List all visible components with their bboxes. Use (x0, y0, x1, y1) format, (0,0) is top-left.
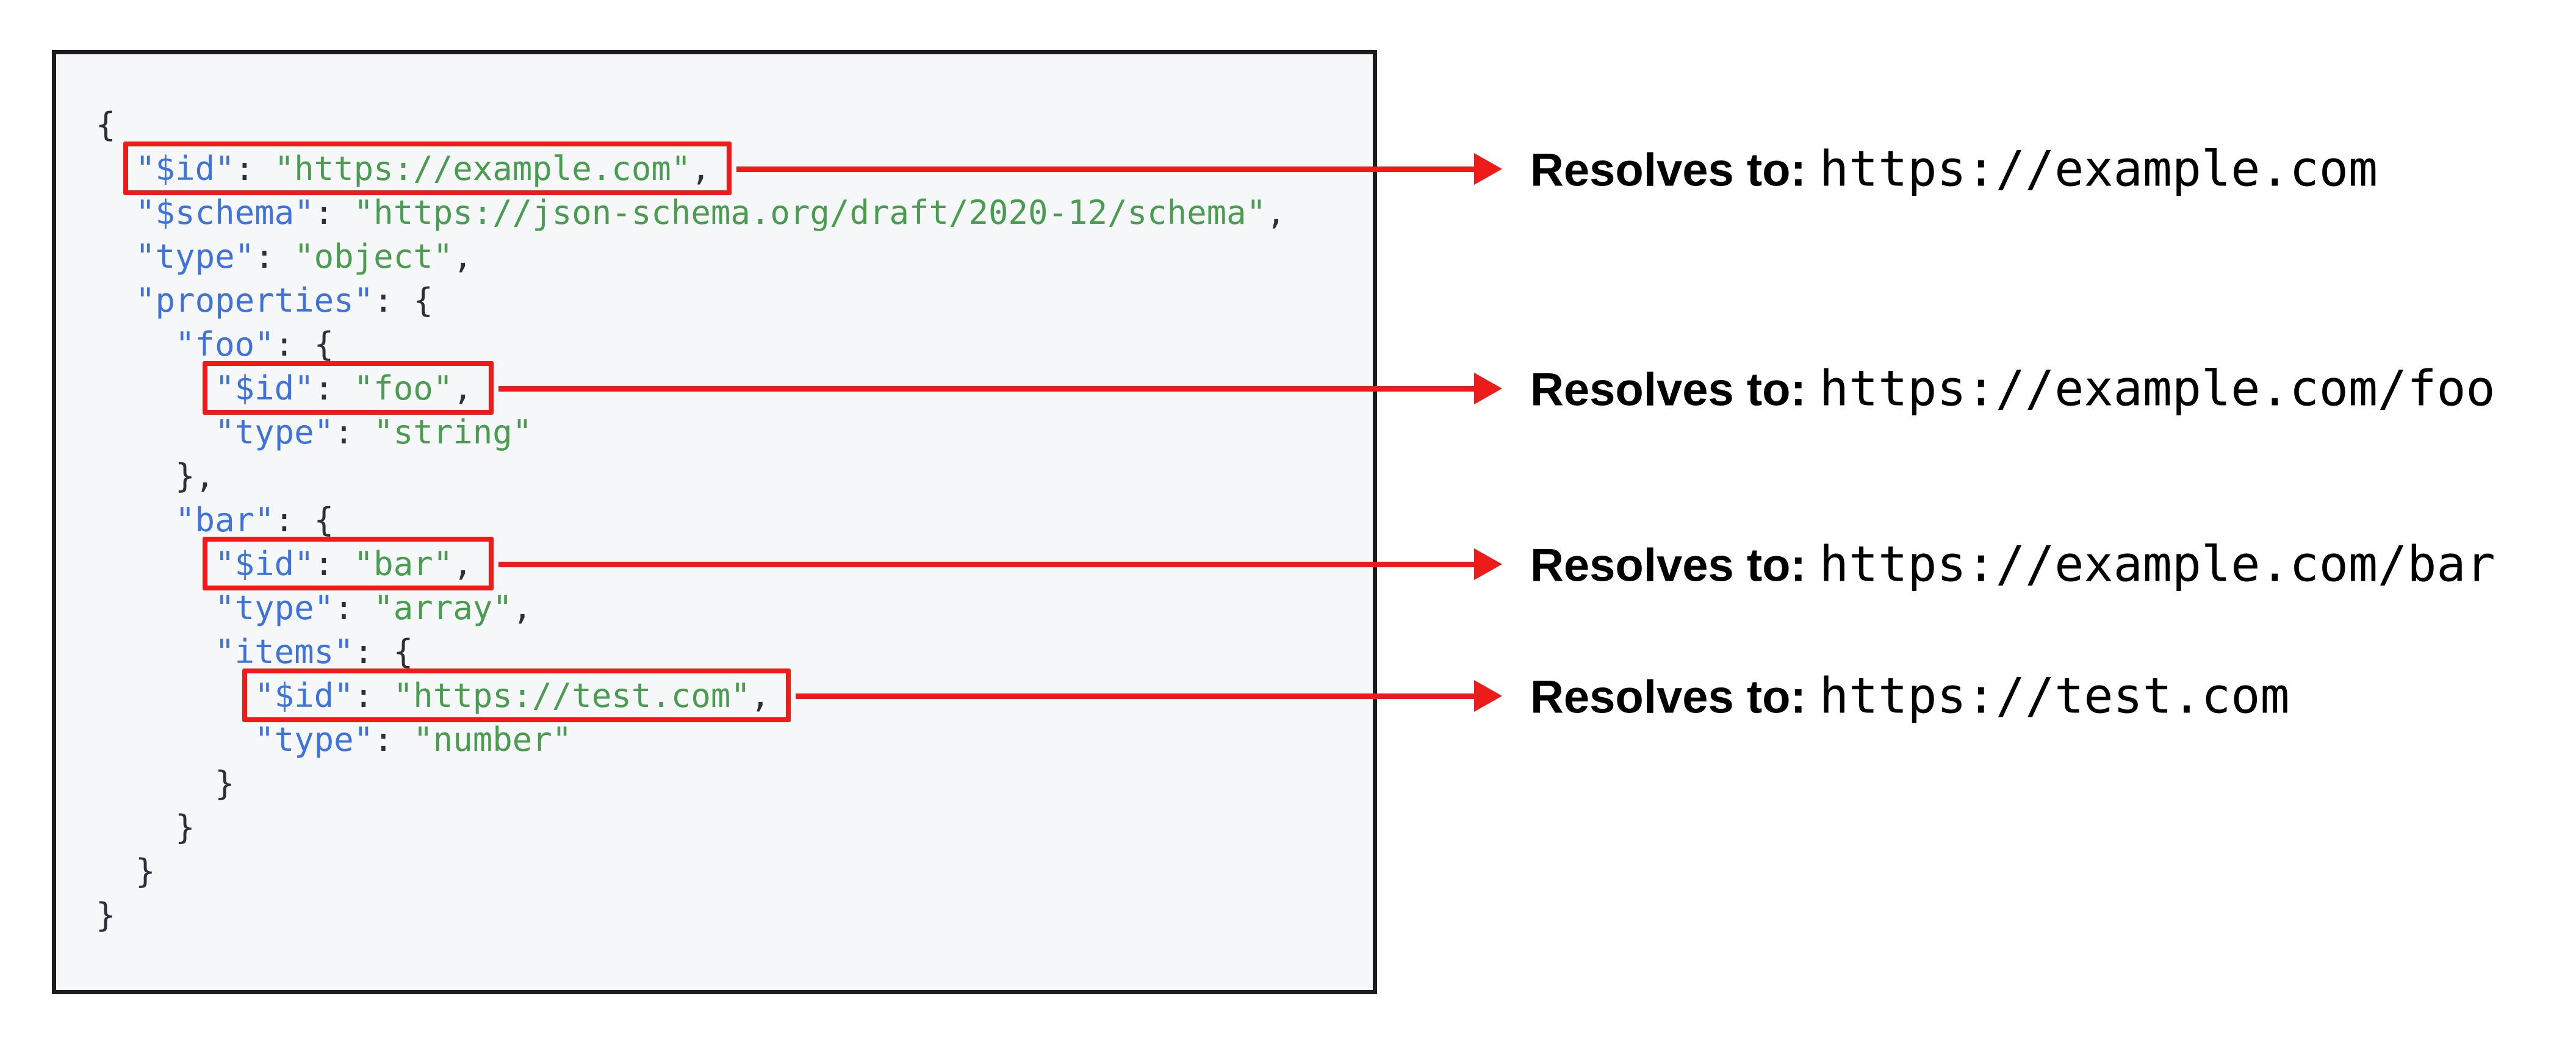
json-punct: : (234, 149, 275, 188)
json-key: "$id" (254, 676, 354, 715)
code-line: "foo": { (96, 323, 1373, 367)
resolve-arrow-line (796, 693, 1477, 699)
json-key: "properties" (135, 281, 374, 320)
json-string: "https://test.com" (393, 676, 750, 715)
code-line: "properties": { (96, 279, 1373, 323)
json-punct: } (96, 896, 116, 934)
json-punct: : (373, 720, 414, 759)
json-key: "$id" (135, 149, 235, 188)
resolved-url: https://example.com/bar (1819, 536, 2495, 593)
json-punct: : (314, 369, 354, 407)
resolved-url: https://test.com (1819, 667, 2290, 725)
json-string: "foo" (353, 369, 453, 407)
json-punct: : { (373, 281, 433, 320)
json-punct: : (254, 237, 295, 276)
json-punct: : { (274, 325, 334, 364)
json-punct: : (353, 676, 394, 715)
code-line: "type": "object", (96, 235, 1373, 279)
arrow-head-icon (1474, 548, 1502, 580)
json-punct: : (334, 589, 374, 627)
code-line: "type": "string" (96, 410, 1373, 454)
code-line: } (96, 762, 1373, 806)
json-punct: }, (175, 457, 215, 495)
json-key: "type" (215, 589, 334, 627)
id-highlight-box: "$id": "foo", (203, 361, 494, 415)
json-key: "items" (215, 633, 354, 671)
json-punct: : (314, 545, 354, 583)
json-schema-code: { "$id": "https://example.com", "$schema… (56, 54, 1373, 937)
code-line: "type": "number" (96, 718, 1373, 762)
json-key: "bar" (175, 501, 275, 539)
resolve-arrow-line (498, 561, 1477, 567)
id-highlight-box: "$id": "bar", (203, 537, 494, 590)
resolved-url: https://example.com/foo (1819, 360, 2495, 417)
code-line: } (96, 806, 1373, 850)
code-line: }, (96, 454, 1373, 498)
json-punct: , (691, 149, 711, 188)
json-string: "number" (413, 720, 572, 759)
code-line: "type": "array", (96, 586, 1373, 630)
arrow-head-icon (1474, 153, 1502, 185)
resolves-to-label: Resolves to: (1530, 539, 1806, 592)
json-string: "https://json-schema.org/draft/2020-12/s… (353, 193, 1267, 232)
code-line: "bar": { (96, 498, 1373, 542)
json-punct: : (314, 193, 354, 232)
resolve-arrow-line (498, 385, 1477, 392)
arrow-head-icon (1474, 680, 1502, 712)
json-punct: , (453, 369, 473, 407)
json-punct: : { (353, 633, 414, 671)
json-string: "string" (373, 413, 533, 451)
json-punct: } (175, 808, 195, 847)
json-key: "$id" (215, 369, 314, 407)
json-string: "object" (294, 237, 453, 276)
id-highlight-box: "$id": "https://test.com", (242, 668, 791, 722)
json-punct: , (512, 589, 533, 627)
resolve-annotation: Resolves to:https://example.com (1530, 141, 2378, 198)
id-highlight-box: "$id": "https://example.com", (123, 142, 732, 195)
json-punct: : (334, 413, 374, 451)
resolved-url: https://example.com (1819, 140, 2378, 198)
json-punct: , (750, 676, 771, 715)
json-key: "$schema" (135, 193, 314, 232)
json-key: "type" (215, 413, 334, 451)
resolve-annotation: Resolves to:https://example.com/foo (1530, 360, 2495, 417)
json-string: "https://example.com" (274, 149, 691, 188)
resolves-to-label: Resolves to: (1530, 364, 1806, 416)
resolve-arrow-line (736, 166, 1477, 172)
json-punct: : { (274, 501, 334, 539)
json-key: "$id" (215, 545, 314, 583)
json-key: "foo" (175, 325, 275, 364)
code-line: "$schema": "https://json-schema.org/draf… (96, 191, 1373, 235)
code-line: { (96, 103, 1373, 147)
json-key: "type" (254, 720, 374, 759)
json-punct: , (453, 237, 473, 276)
resolves-to-label: Resolves to: (1530, 671, 1806, 723)
json-punct: , (1266, 193, 1286, 232)
json-key: "type" (135, 237, 255, 276)
resolve-annotation: Resolves to:https://test.com (1530, 668, 2290, 725)
resolves-to-label: Resolves to: (1530, 144, 1806, 196)
code-line: } (96, 894, 1373, 937)
json-schema-code-panel: { "$id": "https://example.com", "$schema… (52, 50, 1377, 994)
json-punct: , (453, 545, 473, 583)
code-line: "items": { (96, 630, 1373, 674)
json-string: "array" (373, 589, 513, 627)
json-string: "bar" (353, 545, 453, 583)
json-punct: } (135, 852, 156, 891)
json-punct: } (215, 764, 235, 803)
arrow-head-icon (1474, 373, 1502, 404)
code-line: } (96, 850, 1373, 894)
resolve-annotation: Resolves to:https://example.com/bar (1530, 536, 2495, 593)
json-punct: { (96, 106, 116, 144)
